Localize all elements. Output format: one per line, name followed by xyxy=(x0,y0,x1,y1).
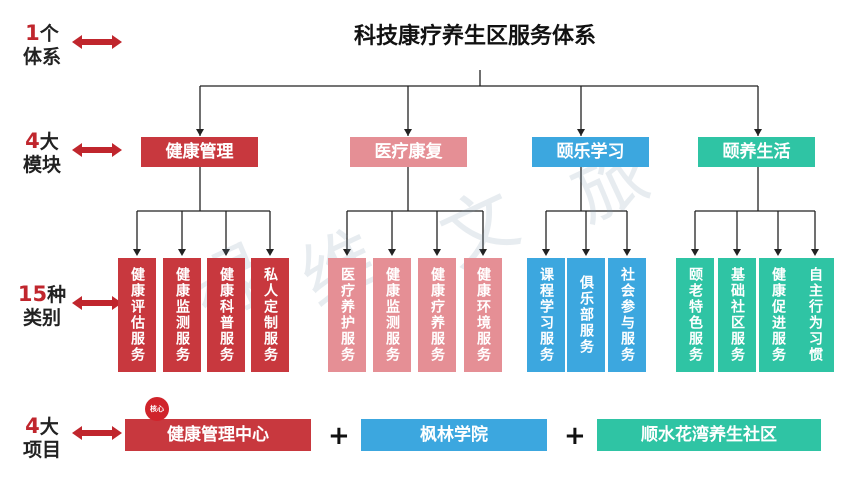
category-item: 俱乐部服务 xyxy=(567,258,605,372)
category-item: 健康科普服务 xyxy=(207,258,245,372)
module-leisure-learning: 颐乐学习 xyxy=(532,137,649,167)
project-health-center: 健康管理中心 xyxy=(125,419,311,451)
double-arrow-icon xyxy=(72,426,122,440)
module-wellness-living: 颐养生活 xyxy=(698,137,815,167)
category-item: 健康评估服务 xyxy=(118,258,156,372)
level-text: 类别 xyxy=(22,307,61,329)
module-medical-rehab: 医疗康复 xyxy=(350,137,467,167)
level-text: 体系 xyxy=(22,46,61,68)
level-text: 项目 xyxy=(22,439,61,461)
category-item: 健康促进服务 xyxy=(759,258,797,372)
level-unit: 种 xyxy=(47,284,67,306)
double-arrow-icon xyxy=(72,143,122,157)
level-label-modules: 4大 模块 xyxy=(14,130,70,177)
plus-sign: + xyxy=(328,421,350,451)
plus-sign: + xyxy=(564,421,586,451)
level-number: 1 xyxy=(25,21,40,45)
category-item: 健康监测服务 xyxy=(163,258,201,372)
category-item: 健康环境服务 xyxy=(464,258,502,372)
category-item: 基础社区服务 xyxy=(718,258,756,372)
level-text: 模块 xyxy=(22,154,61,176)
category-item: 自主行为习惯 xyxy=(796,258,834,372)
core-badge: 核心 xyxy=(145,397,169,421)
category-item: 健康疗养服务 xyxy=(418,258,456,372)
module-health-management: 健康管理 xyxy=(141,137,258,167)
level-unit: 个 xyxy=(39,23,59,45)
level-number: 4 xyxy=(25,414,40,438)
double-arrow-icon xyxy=(72,296,122,310)
category-item: 医疗养护服务 xyxy=(328,258,366,372)
level-label-categories: 15种 类别 xyxy=(14,283,70,330)
level-number: 4 xyxy=(25,129,40,153)
system-title: 科技康疗养生区服务体系 xyxy=(353,24,596,49)
double-arrow-icon xyxy=(72,35,122,49)
project-wellness-community: 顺水花湾养生社区 xyxy=(597,419,821,451)
level-label-system: 1个 体系 xyxy=(14,22,70,69)
level-label-projects: 4大 项目 xyxy=(14,415,70,462)
category-item: 健康监测服务 xyxy=(373,258,411,372)
category-item: 私人定制服务 xyxy=(251,258,289,372)
project-maple-academy: 枫林学院 xyxy=(361,419,547,451)
level-unit: 大 xyxy=(39,131,59,153)
category-item: 颐老特色服务 xyxy=(676,258,714,372)
level-unit: 大 xyxy=(39,416,59,438)
category-item: 社会参与服务 xyxy=(608,258,646,372)
level-number: 15 xyxy=(17,282,48,306)
category-item: 课程学习服务 xyxy=(527,258,565,372)
